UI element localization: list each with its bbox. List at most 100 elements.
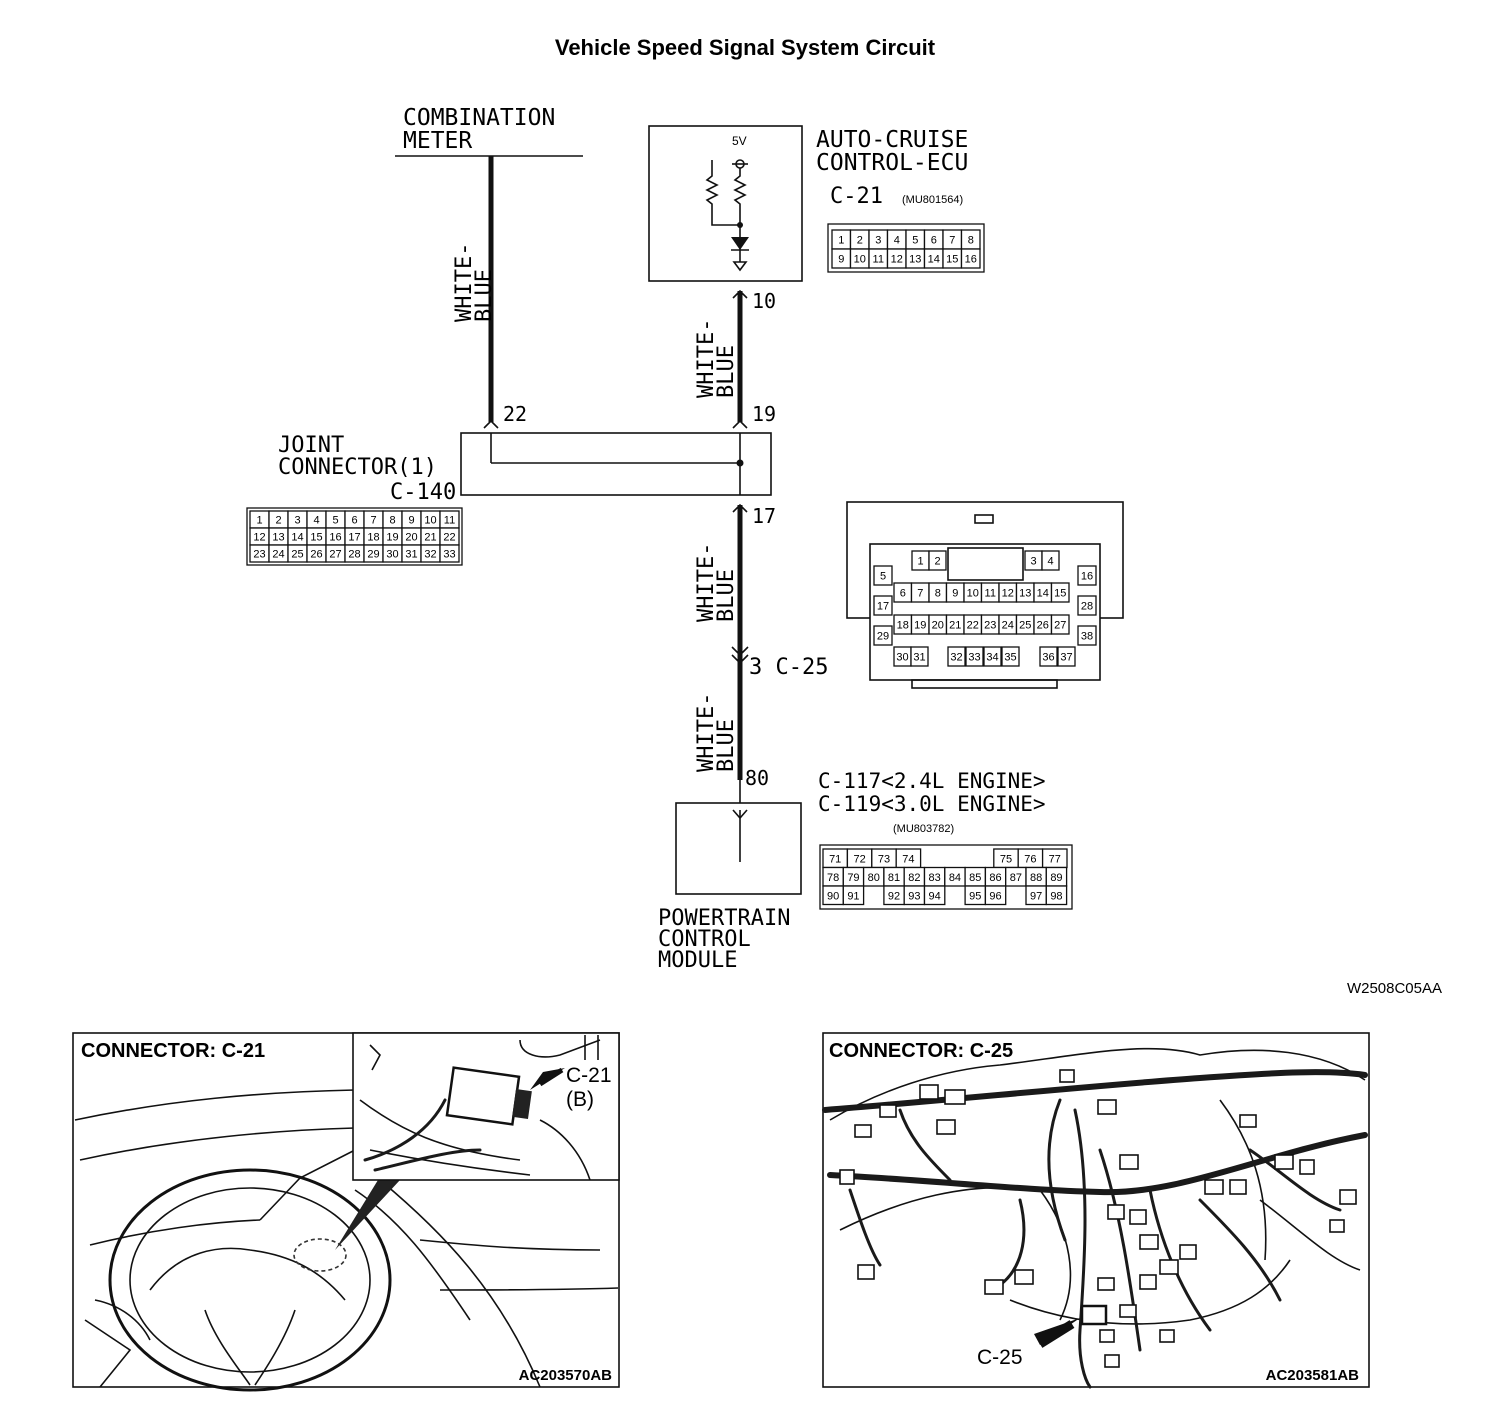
pin-label: 96 [989, 890, 1001, 902]
pin-label: 22 [967, 620, 979, 632]
pin-label: 25 [1019, 620, 1031, 632]
pin-label: 5 [332, 515, 338, 527]
pin-label: 77 [1049, 853, 1061, 865]
pin-label: 31 [913, 652, 925, 664]
pin-label: 5 [912, 235, 918, 247]
pin-label: 1 [838, 235, 844, 247]
pin-label: 13 [272, 532, 284, 544]
pin-label: 14 [291, 532, 303, 544]
pin-label: 10 [424, 515, 436, 527]
pin-label: 75 [1000, 853, 1012, 865]
pin-cell [960, 248, 981, 269]
pin-label: 3 [294, 515, 300, 527]
pin-label: 34 [986, 652, 998, 664]
wire-color-label-pcm: WHITE- BLUE [694, 693, 739, 772]
panel-left-code: AC203570AB [519, 1367, 613, 1384]
pin-label: 8 [389, 515, 395, 527]
pin-label: 32 [424, 549, 436, 561]
svg-text:BLUE: BLUE [472, 269, 497, 322]
pin-label: 29 [877, 631, 889, 643]
pin-label: 32 [950, 652, 962, 664]
ecu-resistor [733, 168, 747, 225]
pin-label: 6 [931, 235, 937, 247]
pin-cell [842, 885, 865, 906]
pin-label: 8 [935, 588, 941, 600]
pin-label: 1 [256, 515, 262, 527]
terminal-arrow-19 [732, 419, 748, 429]
pin-label: 11 [985, 588, 996, 600]
pin-cell [983, 646, 1002, 667]
pin-label: 79 [847, 872, 859, 884]
pin-label: 71 [829, 853, 841, 865]
svg-text:WHITE-: WHITE- [694, 693, 719, 772]
pin-cell [910, 646, 929, 667]
pin-label: 38 [1081, 631, 1093, 643]
pin-label: 2 [857, 235, 863, 247]
pin-cell [873, 595, 893, 616]
pin-label: 78 [827, 872, 839, 884]
pin-label: 14 [1037, 588, 1049, 600]
pin-label: 80 [868, 872, 880, 884]
pin-label: 10 [854, 254, 866, 266]
intermediate-connector-symbol [731, 646, 749, 665]
pin-label: 93 [908, 890, 920, 902]
terminal-10: 10 [752, 289, 776, 313]
pin-label: 10 [967, 588, 979, 600]
pin-label: 13 [909, 254, 921, 266]
pin-label: 12 [1002, 588, 1014, 600]
pin-label: 9 [408, 515, 414, 527]
pin-label: 7 [370, 515, 376, 527]
pin-label: 76 [1024, 853, 1036, 865]
auto-cruise-ecu: 5V AUTO-CRUISE CONTROL-ECU C-21 (MU80156… [648, 125, 985, 282]
svg-text:BLUE: BLUE [714, 719, 739, 772]
c21-callout: C-21 [566, 1064, 612, 1087]
pin-label: 16 [1081, 571, 1093, 583]
pin-label: 81 [888, 872, 900, 884]
ecu-box [648, 125, 803, 282]
pcm-label-1: POWERTRAIN [658, 906, 790, 931]
pin-label: 33 [968, 652, 980, 664]
steering-wheel [108, 1168, 392, 1392]
ecu-label-1: AUTO-CRUISE [816, 127, 968, 153]
pin-label: 12 [891, 254, 903, 266]
pin-label: 7 [949, 235, 955, 247]
pin-label: 37 [1060, 652, 1072, 664]
pin-label: 74 [902, 853, 914, 865]
harness-connectors [839, 1069, 1357, 1368]
pin-label: 15 [1054, 588, 1066, 600]
pin-label: 95 [969, 890, 981, 902]
svg-text:WHITE-: WHITE- [694, 319, 719, 398]
joint-connector-label-1: JOINT [278, 433, 344, 458]
pin-label: 9 [952, 588, 958, 600]
pin-label: 19 [914, 620, 926, 632]
pcm-part-no: (MU803782) [893, 823, 954, 835]
pcm-label-3: MODULE [658, 948, 737, 973]
pin-cell [1077, 565, 1097, 586]
pin-label: 9 [838, 254, 844, 266]
c21-location-marker [293, 1238, 347, 1272]
pin-cell [1001, 646, 1020, 667]
page-title: Vehicle Speed Signal System Circuit [555, 35, 936, 60]
svg-text:BLUE: BLUE [714, 569, 739, 622]
pin-label: 91 [847, 890, 859, 902]
ecu-voltage: 5V [732, 134, 747, 148]
pin-cell [947, 646, 966, 667]
c25-callout: C-25 [977, 1346, 1023, 1369]
diagram-code: W2508C05AA [1347, 980, 1442, 997]
pin-cell [984, 885, 1007, 906]
pin-cell [1077, 595, 1097, 616]
pin-cell [873, 625, 893, 646]
pin-label: 83 [929, 872, 941, 884]
joint-connector-id: C-140 [390, 480, 456, 505]
pin-label: 7 [917, 588, 923, 600]
svg-text:WHITE-: WHITE- [452, 243, 477, 322]
joint-node [736, 459, 744, 467]
pin-label: 29 [367, 549, 379, 561]
pin-label: 18 [367, 532, 379, 544]
pin-label: 8 [968, 235, 974, 247]
pin-label: 84 [949, 872, 961, 884]
pin-cell [1041, 550, 1060, 571]
pin-label: 92 [888, 890, 900, 902]
pin-label: 30 [386, 549, 398, 561]
pin-cell [1045, 885, 1068, 906]
